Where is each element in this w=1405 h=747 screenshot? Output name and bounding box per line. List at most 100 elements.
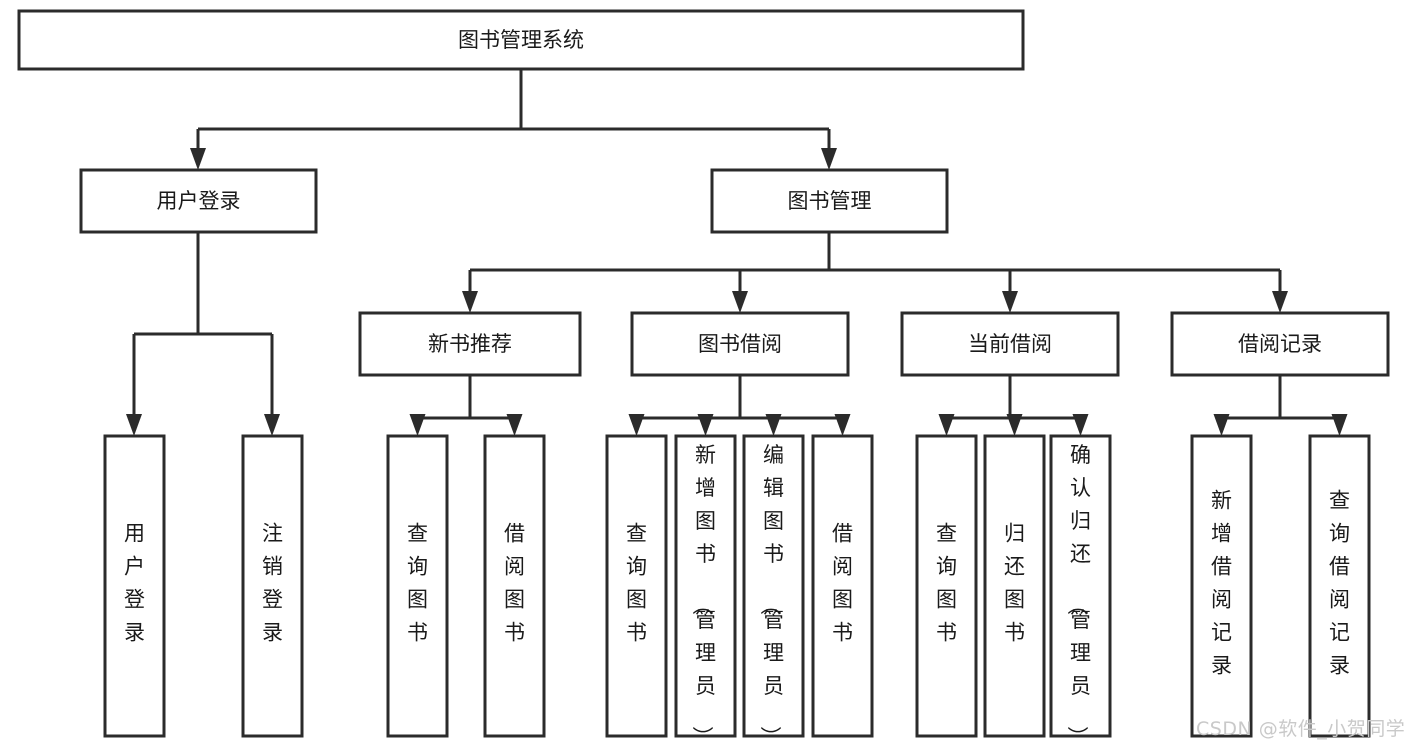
label-char: 书 bbox=[763, 542, 784, 566]
label-char: 录 bbox=[1211, 654, 1232, 678]
label-char: （ bbox=[1065, 594, 1089, 615]
label-char: 借 bbox=[1329, 555, 1350, 579]
node-leaf-查询借阅记录[interactable]: 查询借阅记录 bbox=[1308, 434, 1371, 738]
node-label: 用户登录 bbox=[157, 189, 241, 213]
node-leaf-确认归还管理员[interactable]: 确认归还（管理员） bbox=[1049, 434, 1112, 747]
label-char: 图 bbox=[1004, 588, 1025, 612]
node-leaf-查询图书[interactable]: 查询图书 bbox=[605, 434, 668, 738]
label-char: 认 bbox=[1070, 476, 1091, 500]
label-char: 理 bbox=[763, 641, 784, 665]
connector-edges bbox=[126, 69, 1348, 436]
label-char: 管 bbox=[695, 608, 716, 632]
node-leaf-编辑图书管理员[interactable]: 编辑图书（管理员） bbox=[742, 434, 805, 747]
label-char: （ bbox=[690, 594, 714, 615]
label-char: 用 bbox=[124, 522, 145, 546]
node-leaf-新增借阅记录[interactable]: 新增借阅记录 bbox=[1190, 434, 1253, 738]
arrow-down-icon bbox=[264, 414, 280, 436]
label-char: 编 bbox=[763, 443, 784, 467]
label-char: 阅 bbox=[1329, 588, 1350, 612]
arrow-down-icon bbox=[628, 414, 645, 436]
label-char: 书 bbox=[407, 621, 428, 645]
node-l2-用户登录[interactable]: 用户登录 bbox=[79, 168, 318, 234]
node-box[interactable] bbox=[1308, 434, 1371, 738]
node-root-图书管理系统[interactable]: 图书管理系统 bbox=[17, 9, 1025, 71]
arrow-down-icon bbox=[732, 291, 748, 313]
node-l2-图书管理[interactable]: 图书管理 bbox=[710, 168, 949, 234]
node-label: 注销登录 bbox=[262, 522, 283, 645]
node-box[interactable] bbox=[241, 434, 304, 738]
node-label: 确认归还（管理员） bbox=[1065, 443, 1091, 747]
arrow-down-icon bbox=[1272, 291, 1288, 313]
label-char: 询 bbox=[936, 555, 957, 579]
label-char: 管 bbox=[763, 608, 784, 632]
node-box[interactable] bbox=[1170, 311, 1390, 377]
node-label: 查询图书 bbox=[626, 522, 647, 645]
node-box[interactable] bbox=[17, 9, 1025, 71]
label-char: 记 bbox=[1211, 621, 1232, 645]
arrow-down-icon bbox=[506, 414, 523, 436]
node-box[interactable] bbox=[605, 434, 668, 738]
node-box[interactable] bbox=[900, 311, 1120, 377]
node-box[interactable] bbox=[674, 434, 737, 738]
label-char: 户 bbox=[124, 555, 145, 579]
label-char: （ bbox=[758, 594, 782, 615]
label-char: 辑 bbox=[763, 476, 784, 500]
label-char: 借 bbox=[504, 522, 525, 546]
arrow-down-icon bbox=[190, 148, 206, 170]
arrow-down-icon bbox=[126, 414, 142, 436]
label-char: 书 bbox=[1004, 621, 1025, 645]
label-char: 注 bbox=[262, 522, 283, 546]
node-box[interactable] bbox=[983, 434, 1046, 738]
node-leaf-用户登录[interactable]: 用户登录 bbox=[103, 434, 166, 738]
node-box[interactable] bbox=[915, 434, 978, 738]
node-leaf-新增图书管理员[interactable]: 新增图书（管理员） bbox=[674, 434, 737, 747]
node-box[interactable] bbox=[1190, 434, 1253, 738]
arrow-down-icon bbox=[462, 291, 478, 313]
label-char: 图 bbox=[407, 588, 428, 612]
node-box[interactable] bbox=[358, 311, 582, 377]
node-box[interactable] bbox=[742, 434, 805, 738]
node-box[interactable] bbox=[79, 168, 318, 234]
arrow-down-icon bbox=[1002, 291, 1018, 313]
node-l3-当前借阅[interactable]: 当前借阅 bbox=[900, 311, 1120, 377]
label-char: 理 bbox=[695, 641, 716, 665]
node-label: 编辑图书（管理员） bbox=[758, 443, 784, 747]
node-leaf-借阅图书[interactable]: 借阅图书 bbox=[483, 434, 546, 738]
node-leaf-查询图书[interactable]: 查询图书 bbox=[915, 434, 978, 738]
arrow-down-icon bbox=[765, 414, 782, 436]
node-l3-新书推荐[interactable]: 新书推荐 bbox=[358, 311, 582, 377]
node-box[interactable] bbox=[103, 434, 166, 738]
node-box[interactable] bbox=[710, 168, 949, 234]
node-box[interactable] bbox=[811, 434, 874, 738]
node-label: 借阅图书 bbox=[832, 522, 853, 645]
label-char: 还 bbox=[1070, 542, 1091, 566]
label-char: 查 bbox=[1329, 489, 1350, 513]
label-char: 阅 bbox=[504, 555, 525, 579]
label-char: 归 bbox=[1070, 509, 1091, 533]
node-label: 借阅图书 bbox=[504, 522, 525, 645]
arrow-down-icon bbox=[1006, 414, 1023, 436]
node-leaf-借阅图书[interactable]: 借阅图书 bbox=[811, 434, 874, 738]
node-box[interactable] bbox=[483, 434, 546, 738]
node-leaf-归还图书[interactable]: 归还图书 bbox=[983, 434, 1046, 738]
node-box[interactable] bbox=[386, 434, 449, 738]
node-leaf-注销登录[interactable]: 注销登录 bbox=[241, 434, 304, 738]
node-label: 当前借阅 bbox=[968, 332, 1052, 356]
label-char: 图 bbox=[763, 509, 784, 533]
node-l3-借阅记录[interactable]: 借阅记录 bbox=[1170, 311, 1390, 377]
node-l3-图书借阅[interactable]: 图书借阅 bbox=[630, 311, 850, 377]
node-label: 新书推荐 bbox=[428, 332, 512, 356]
node-box[interactable] bbox=[1049, 434, 1112, 738]
node-leaf-查询图书[interactable]: 查询图书 bbox=[386, 434, 449, 738]
arrow-down-icon bbox=[1331, 414, 1348, 436]
label-char: 理 bbox=[1070, 641, 1091, 665]
label-char: 书 bbox=[504, 621, 525, 645]
label-char: 登 bbox=[262, 588, 283, 612]
node-box[interactable] bbox=[630, 311, 850, 377]
label-char: 阅 bbox=[1211, 588, 1232, 612]
label-char: 管 bbox=[1070, 608, 1091, 632]
label-char: ） bbox=[758, 726, 782, 747]
arrow-down-icon bbox=[834, 414, 851, 436]
label-char: 还 bbox=[1004, 555, 1025, 579]
node-label: 归还图书 bbox=[1004, 522, 1025, 645]
